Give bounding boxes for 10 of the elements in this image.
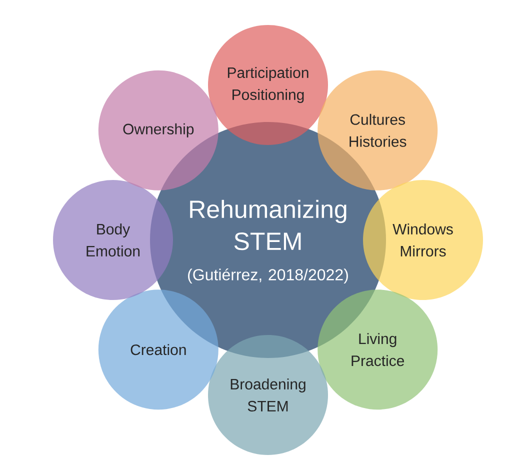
circle-node: Body Emotion (53, 180, 173, 300)
title: Rehumanizing STEM (190, 200, 346, 250)
circle-node: Participation Positioning (208, 25, 328, 145)
circle-node: Windows Mirrors (363, 180, 483, 300)
circle-node: Cultures Histories (318, 70, 438, 190)
circle-node: Living Practice (318, 290, 438, 410)
citation: (Gutiérrez, 2018/2022) (188, 268, 348, 284)
circle-node: Broadening STEM (208, 335, 328, 455)
circle-node: Ownership (98, 70, 218, 190)
circle-node: Creation (98, 290, 218, 410)
